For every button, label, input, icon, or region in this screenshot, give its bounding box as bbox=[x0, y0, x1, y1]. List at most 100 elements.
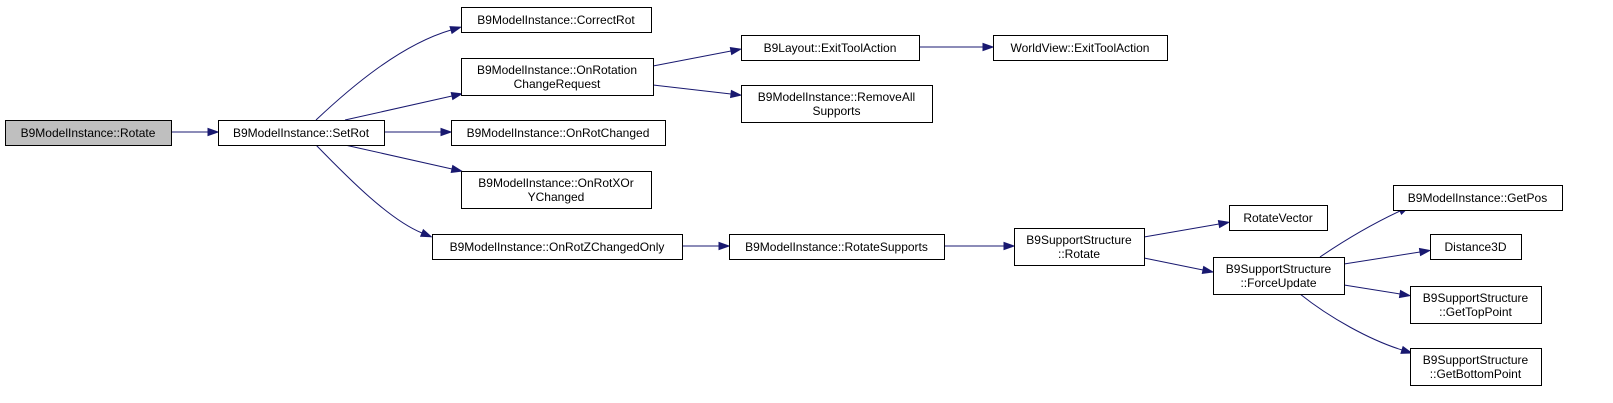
node-box bbox=[1014, 228, 1145, 266]
arrowhead bbox=[1400, 345, 1413, 354]
node-label: B9ModelInstance::RemoveAll bbox=[758, 90, 915, 104]
edge-line bbox=[1143, 223, 1220, 238]
node-distance3d[interactable]: Distance3D bbox=[1430, 234, 1522, 260]
node-label: ::Rotate bbox=[1058, 247, 1100, 261]
edge-line bbox=[344, 144, 453, 170]
edge-supportrotate-to-rotatevector bbox=[1143, 219, 1231, 238]
node-label: B9SupportStructure bbox=[1026, 233, 1132, 247]
edge-forceupdate-to-distance3d bbox=[1343, 247, 1432, 265]
node-setrot[interactable]: B9ModelInstance::SetRot bbox=[218, 120, 385, 146]
node-supportrotate[interactable]: B9SupportStructure::Rotate bbox=[1014, 228, 1145, 266]
edge-line bbox=[1143, 257, 1204, 271]
arrowhead bbox=[450, 164, 464, 173]
node-box bbox=[461, 171, 652, 209]
node-label: B9SupportStructure bbox=[1226, 262, 1332, 276]
edge-setrot-to-correctrot bbox=[315, 26, 463, 121]
node-label: B9Layout::ExitToolAction bbox=[764, 41, 897, 55]
arrowhead bbox=[730, 89, 743, 99]
node-onrotzchangedonly[interactable]: B9ModelInstance::OnRotZChangedOnly bbox=[432, 234, 683, 260]
arrowhead bbox=[729, 46, 743, 56]
node-rotatevector[interactable]: RotateVector bbox=[1229, 205, 1328, 231]
edge-onrotzchangedonly-to-rotatesupports bbox=[682, 241, 731, 251]
edge-forceupdate-to-getbottompoint bbox=[1299, 293, 1413, 354]
node-box bbox=[1410, 286, 1542, 324]
edge-supportrotate-to-forceupdate bbox=[1143, 257, 1215, 275]
arrowhead bbox=[450, 92, 464, 101]
node-box bbox=[461, 58, 654, 96]
arrowhead bbox=[1418, 247, 1432, 257]
node-label: WorldView::ExitToolAction bbox=[1011, 41, 1150, 55]
node-box bbox=[1393, 185, 1563, 211]
node-onrotchanged[interactable]: B9ModelInstance::OnRotChanged bbox=[451, 120, 666, 146]
node-box bbox=[741, 35, 920, 61]
node-box bbox=[432, 234, 683, 260]
node-label: Distance3D bbox=[1444, 240, 1506, 254]
edge-setrot-to-onrotzchangedonly bbox=[315, 144, 433, 238]
node-label: RotateVector bbox=[1243, 211, 1312, 225]
edge-onrotationchangerequest-to-removeallsupports bbox=[652, 84, 743, 99]
edge-line bbox=[1343, 251, 1421, 265]
node-label: B9ModelInstance::OnRotXOr bbox=[478, 176, 633, 190]
node-label: B9ModelInstance::SetRot bbox=[233, 126, 370, 140]
arrowhead bbox=[1201, 265, 1215, 275]
node-box bbox=[451, 120, 666, 146]
edge-line bbox=[1299, 293, 1403, 351]
edge-setrot-to-onrotchanged bbox=[384, 127, 453, 137]
node-label: B9ModelInstance::Rotate bbox=[21, 126, 156, 140]
node-correctrot[interactable]: B9ModelInstance::CorrectRot bbox=[461, 7, 652, 33]
arrowhead bbox=[1398, 289, 1412, 299]
arrowhead bbox=[1003, 241, 1016, 251]
node-box bbox=[993, 35, 1168, 61]
edge-line bbox=[652, 84, 732, 95]
arrowhead bbox=[449, 26, 463, 35]
node-box bbox=[5, 120, 172, 146]
node-layoutexittoolaction[interactable]: B9Layout::ExitToolAction bbox=[741, 35, 920, 61]
node-label: YChanged bbox=[528, 190, 585, 204]
node-label: ::GetTopPoint bbox=[1439, 305, 1512, 319]
edge-rotatesupports-to-supportrotate bbox=[944, 241, 1016, 251]
edge-onrotationchangerequest-to-layoutexittoolaction bbox=[652, 46, 743, 67]
edge-line bbox=[315, 29, 452, 121]
node-label: B9SupportStructure bbox=[1423, 291, 1529, 305]
edge-forceupdate-to-getpos bbox=[1319, 206, 1411, 258]
node-box bbox=[218, 120, 385, 146]
node-label: B9ModelInstance::OnRotChanged bbox=[467, 126, 650, 140]
node-getpos[interactable]: B9ModelInstance::GetPos bbox=[1393, 185, 1563, 211]
node-label: B9ModelInstance::CorrectRot bbox=[477, 13, 635, 27]
node-label: ChangeRequest bbox=[514, 77, 601, 91]
node-forceupdate[interactable]: B9SupportStructure::ForceUpdate bbox=[1213, 257, 1345, 295]
edges bbox=[171, 26, 1432, 354]
node-label: ::ForceUpdate bbox=[1240, 276, 1316, 290]
node-box bbox=[1410, 348, 1542, 386]
node-worldviewexittoolaction[interactable]: WorldView::ExitToolAction bbox=[993, 35, 1168, 61]
edge-line bbox=[344, 95, 453, 121]
arrowhead bbox=[419, 228, 433, 238]
node-getbottompoint[interactable]: B9SupportStructure::GetBottomPoint bbox=[1410, 348, 1542, 386]
arrowhead bbox=[207, 127, 220, 137]
edge-setrot-to-onrotationchangerequest bbox=[344, 92, 464, 121]
node-box bbox=[461, 7, 652, 33]
node-label: B9ModelInstance::OnRotation bbox=[477, 63, 637, 77]
edge-layoutexittoolaction-to-worldviewexittoolaction bbox=[919, 42, 995, 52]
arrowhead bbox=[982, 42, 995, 52]
node-rotate[interactable]: B9ModelInstance::Rotate bbox=[5, 120, 172, 146]
edge-forceupdate-to-gettoppoint bbox=[1343, 284, 1412, 299]
arrowhead bbox=[440, 127, 453, 137]
node-gettoppoint[interactable]: B9SupportStructure::GetTopPoint bbox=[1410, 286, 1542, 324]
edge-setrot-to-onrotxorychanged bbox=[344, 144, 464, 173]
node-rotatesupports[interactable]: B9ModelInstance::RotateSupports bbox=[729, 234, 945, 260]
node-box bbox=[729, 234, 945, 260]
edge-line bbox=[652, 50, 732, 67]
edge-line bbox=[1319, 210, 1401, 258]
node-label: B9ModelInstance::GetPos bbox=[1408, 191, 1547, 205]
edge-rotate-to-setrot bbox=[171, 127, 220, 137]
node-label: ::GetBottomPoint bbox=[1430, 367, 1522, 381]
node-box bbox=[1430, 234, 1522, 260]
node-label: Supports bbox=[812, 104, 860, 118]
arrowhead bbox=[1217, 219, 1231, 229]
